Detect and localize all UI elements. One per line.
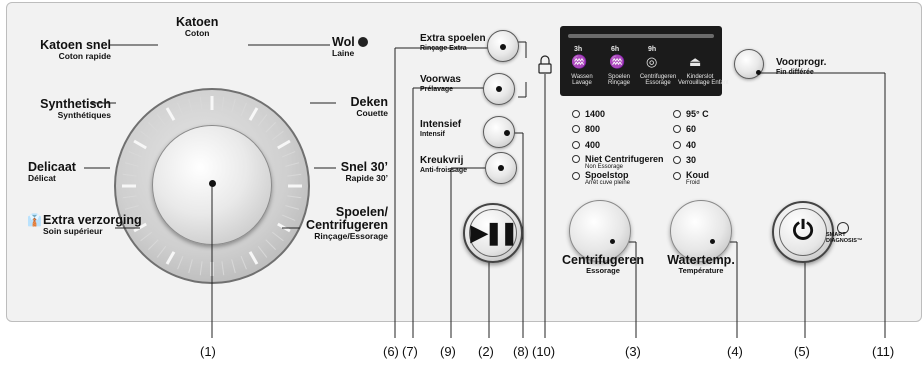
temp-knob-dot [710,239,715,244]
extra-spoelen-dot [500,44,506,50]
smart-diagnosis-icon [837,222,849,234]
intensief-label: Intensief Intensif [420,119,462,138]
callout-3: (3) [625,344,641,359]
program-snel30: Snel 30’ Rapide 30’ [340,160,388,184]
spin-icon: ◎ [646,54,658,69]
wash-icon: ♒ [571,54,588,69]
program-wol: Wol Laine [332,35,369,58]
power-button[interactable]: ⏻ [772,201,834,263]
temperature-knob-label: Watertemp. Température [667,253,735,276]
program-synthetisch: Synthetisch Synthétiques [40,97,111,121]
callout-7: (7) [402,344,418,359]
temp-40: 40 [686,140,697,150]
callout-4: (4) [727,344,743,359]
wool-icon [358,37,369,47]
led-60 [673,125,681,133]
knob-indicator-dot [209,180,216,187]
voorwas-dot [496,86,502,92]
led-rinse-hold [572,172,580,180]
led-40 [673,141,681,149]
time-6h: 6h [611,46,620,53]
callout-2: (2) [478,344,494,359]
play-pause-icon: ▶❚❚ [470,220,519,245]
rinse-icon: ♒ [609,54,626,69]
intensief-dot [504,130,510,136]
led-1400 [572,110,580,118]
time-3h: 3h [574,46,583,53]
spin-knob[interactable] [569,200,631,262]
spin-800: 800 [585,124,601,134]
temp-95: 95° C [686,109,709,119]
led-cold [673,172,681,180]
callout-11: (11) [872,344,895,359]
start-pause-button[interactable]: ▶❚❚ [463,203,523,263]
callout-10: (10) [532,344,556,359]
spin-1400: 1400 [585,109,606,119]
kreukvrij-dot [498,165,504,171]
callout-5: (5) [794,344,810,359]
progress-bar [568,34,714,38]
temp-60: 60 [686,124,697,134]
program-katoen: Katoen Coton [176,15,219,39]
time-9h: 9h [648,46,657,53]
program-extra-verzorging: Extra verzorging Soin supérieur [43,213,142,237]
extra-spoelen-label: Extra spoelen Rinçage Extra [420,33,486,52]
kreukvrij-label: Kreukvrij Anti-froissage [420,155,468,174]
intensief-button[interactable] [483,116,515,148]
led-800 [572,125,580,133]
spin-400: 400 [585,140,601,150]
shirt-icon: 👔 [27,213,42,227]
delay-dot [756,70,761,75]
led-400 [572,141,580,149]
callout-6: (6) [383,344,399,359]
led-30 [673,156,681,164]
led-no-spin [572,155,580,163]
program-katoen-snel: Katoen snel Coton rapide [40,38,111,62]
program-deken: Deken Couette [350,95,388,119]
temperature-knob[interactable] [670,200,732,262]
callout-9: (9) [440,344,456,359]
spin-knob-dot [610,239,615,244]
callout-8: (8) [513,344,529,359]
program-spoelen-centrifugeren: Spoelen/ Centrifugeren Rinçage/Essorage [306,205,388,242]
voorwas-label: Voorwas Prélavage [420,74,461,93]
callout-1: (1) [200,344,216,359]
led-95 [673,110,681,118]
spin-knob-label: Centrifugeren Essorage [562,253,644,276]
program-delicaat: Delicaat Délicat [28,160,76,184]
delay-label: Voorprogr. Fin différée [776,57,827,76]
child-lock-display-icon: ⏏ [689,54,702,69]
temp-30: 30 [686,155,697,165]
power-icon: ⏻ [792,215,814,245]
